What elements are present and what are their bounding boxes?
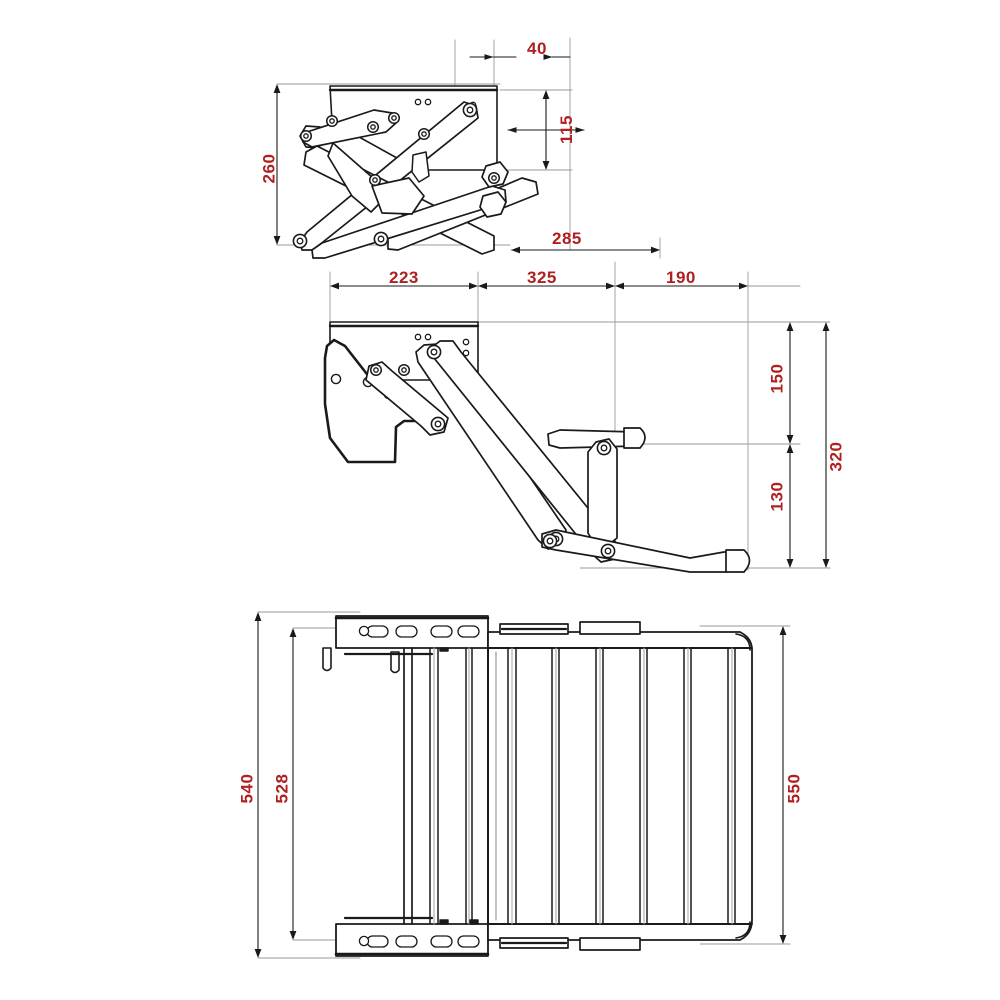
dimension-label-260: 260 <box>259 153 279 184</box>
dimension-label-528: 528 <box>272 773 292 804</box>
plan-bracket-top <box>322 615 490 674</box>
dimension-label-285: 285 <box>552 229 582 248</box>
plan-step-tread <box>429 631 753 941</box>
plan-carriage-frame <box>403 647 497 925</box>
view-side-extended <box>323 261 831 573</box>
dimension-label-550: 550 <box>784 773 804 804</box>
dimension-label-223: 223 <box>389 268 419 287</box>
dimension-label-540: 540 <box>237 773 257 804</box>
dimension-label-40: 40 <box>527 39 547 58</box>
dimension-label-325: 325 <box>527 268 557 287</box>
dimension-label-150: 150 <box>767 363 787 394</box>
view-plan <box>254 611 791 959</box>
dimension-label-190: 190 <box>666 268 696 287</box>
view-side-retracted <box>273 37 661 259</box>
dimension-label-320: 320 <box>826 441 846 472</box>
dimension-label-115: 115 <box>556 115 576 144</box>
dimension-label-130: 130 <box>767 481 787 512</box>
